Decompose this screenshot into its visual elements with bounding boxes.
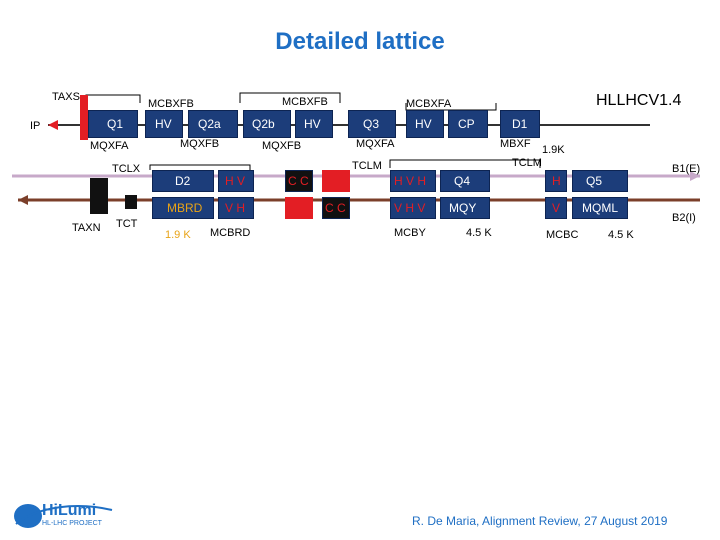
hv4-box: H V [218, 170, 254, 192]
vh1-box: V H [218, 197, 254, 219]
mqml-box: MQML [572, 197, 628, 219]
mbrd-box: MBRD [152, 197, 214, 219]
tclm-bracket [389, 159, 541, 168]
hv2-box: HV [295, 110, 333, 138]
taxs-bracket [85, 94, 141, 103]
q3-box: Q3 [348, 110, 396, 138]
mqxfa-label-2: MQXFA [356, 138, 395, 150]
logo-swoosh-icon [14, 504, 113, 528]
mcbxfa-label: MCBXFA [406, 98, 452, 110]
cc1-lower-box [285, 197, 313, 219]
taxn-block [90, 178, 108, 214]
cc1-box: C C [285, 170, 313, 192]
mqy-box: MQY [440, 197, 490, 219]
cp-label: CP [458, 117, 475, 131]
q4-box: Q4 [440, 170, 490, 192]
hvh-box: H V H [390, 170, 436, 192]
q5-label: Q5 [586, 174, 603, 188]
hv1-box: HV [145, 110, 183, 138]
mcby-label: MCBY [394, 227, 426, 239]
temp-label-2: 4.5 K [466, 227, 492, 239]
d2-box: D2 [152, 170, 214, 192]
q2a-box: Q2a [188, 110, 238, 138]
mbrd-temp-label: 1.9 K [165, 229, 191, 241]
tct-block [125, 195, 137, 209]
q5-box: Q5 [572, 170, 628, 192]
beam2-arrow-icon [18, 195, 28, 205]
vh1-label: V H [225, 201, 246, 215]
tclx-label: TCLX [112, 163, 141, 175]
hv3-box: HV [406, 110, 444, 138]
temp-label-1: 1.9K [542, 144, 565, 156]
mcbc-label: MCBC [546, 229, 579, 241]
mqxfa-label-1: MQXFA [90, 140, 129, 152]
mcbxfb-label-1: MCBXFB [148, 98, 194, 110]
ip-label: IP [30, 120, 41, 132]
mcbxfb-label-2: MCBXFB [282, 96, 328, 108]
q3-label: Q3 [363, 117, 380, 131]
mqml-label: MQML [582, 201, 618, 215]
b2-label: B2(I) [672, 212, 696, 224]
cc1-label: C C [288, 174, 309, 188]
mqy-label: MQY [449, 201, 477, 215]
h5-label: H [552, 174, 561, 188]
tclm-label-2: TCLM [512, 157, 542, 169]
hv1-label: HV [155, 117, 172, 131]
q4-label: Q4 [454, 174, 471, 188]
version-label: HLLHCV1.4 [596, 92, 682, 109]
q1-label: Q1 [107, 117, 124, 131]
hvh-label: H V H [394, 174, 427, 188]
d1-box: D1 [500, 110, 540, 138]
tct-label: TCT [116, 218, 138, 230]
q2b-label: Q2b [252, 117, 275, 131]
taxn-label: TAXN [72, 222, 101, 234]
cc2-box: C C [322, 197, 350, 219]
cc2-upper-box [322, 170, 350, 192]
d1-label: D1 [512, 117, 528, 131]
logo-main-text: HiLumi [42, 502, 97, 519]
q1-box: Q1 [88, 110, 138, 138]
ip-arrow-icon [48, 120, 58, 130]
mcbxfb-bracket [239, 92, 341, 103]
footer-credit: R. De Maria, Alignment Review, 27 August… [412, 514, 668, 528]
logo-sub-text: HL-LHC PROJECT [42, 520, 102, 527]
mbxf-label: MBXF [500, 138, 531, 150]
mbrd-label: MBRD [167, 201, 203, 215]
hv3-label: HV [415, 117, 432, 131]
q2a-label: Q2a [198, 117, 221, 131]
hv4-label: H V [225, 174, 246, 188]
tclm-label-1: TCLM [352, 160, 382, 172]
page-title: Detailed lattice [275, 28, 445, 55]
beam1-arrow-icon [690, 171, 700, 181]
v5-box: V [545, 197, 567, 219]
h5-box: H [545, 170, 567, 192]
mqxfb-label-1: MQXFB [180, 138, 220, 150]
b1-label: B1(E) [672, 163, 701, 175]
v5-label: V [552, 201, 561, 215]
q2b-box: Q2b [243, 110, 291, 138]
tclx-bracket [149, 164, 251, 170]
taxs-label: TAXS [52, 91, 80, 103]
cc2-label: C C [325, 201, 346, 215]
vhv-box: V H V [390, 197, 436, 219]
d2-label: D2 [175, 174, 191, 188]
hilumi-logo: HiLumi HL-LHC PROJECT [8, 496, 116, 532]
cp-box: CP [448, 110, 488, 138]
vhv-label: V H V [394, 201, 426, 215]
mqxfb-label-2: MQXFB [262, 140, 302, 152]
taxs-absorber [80, 95, 88, 140]
hv2-label: HV [304, 117, 321, 131]
temp-label-3: 4.5 K [608, 229, 634, 241]
mcbrd-label: MCBRD [210, 227, 251, 239]
